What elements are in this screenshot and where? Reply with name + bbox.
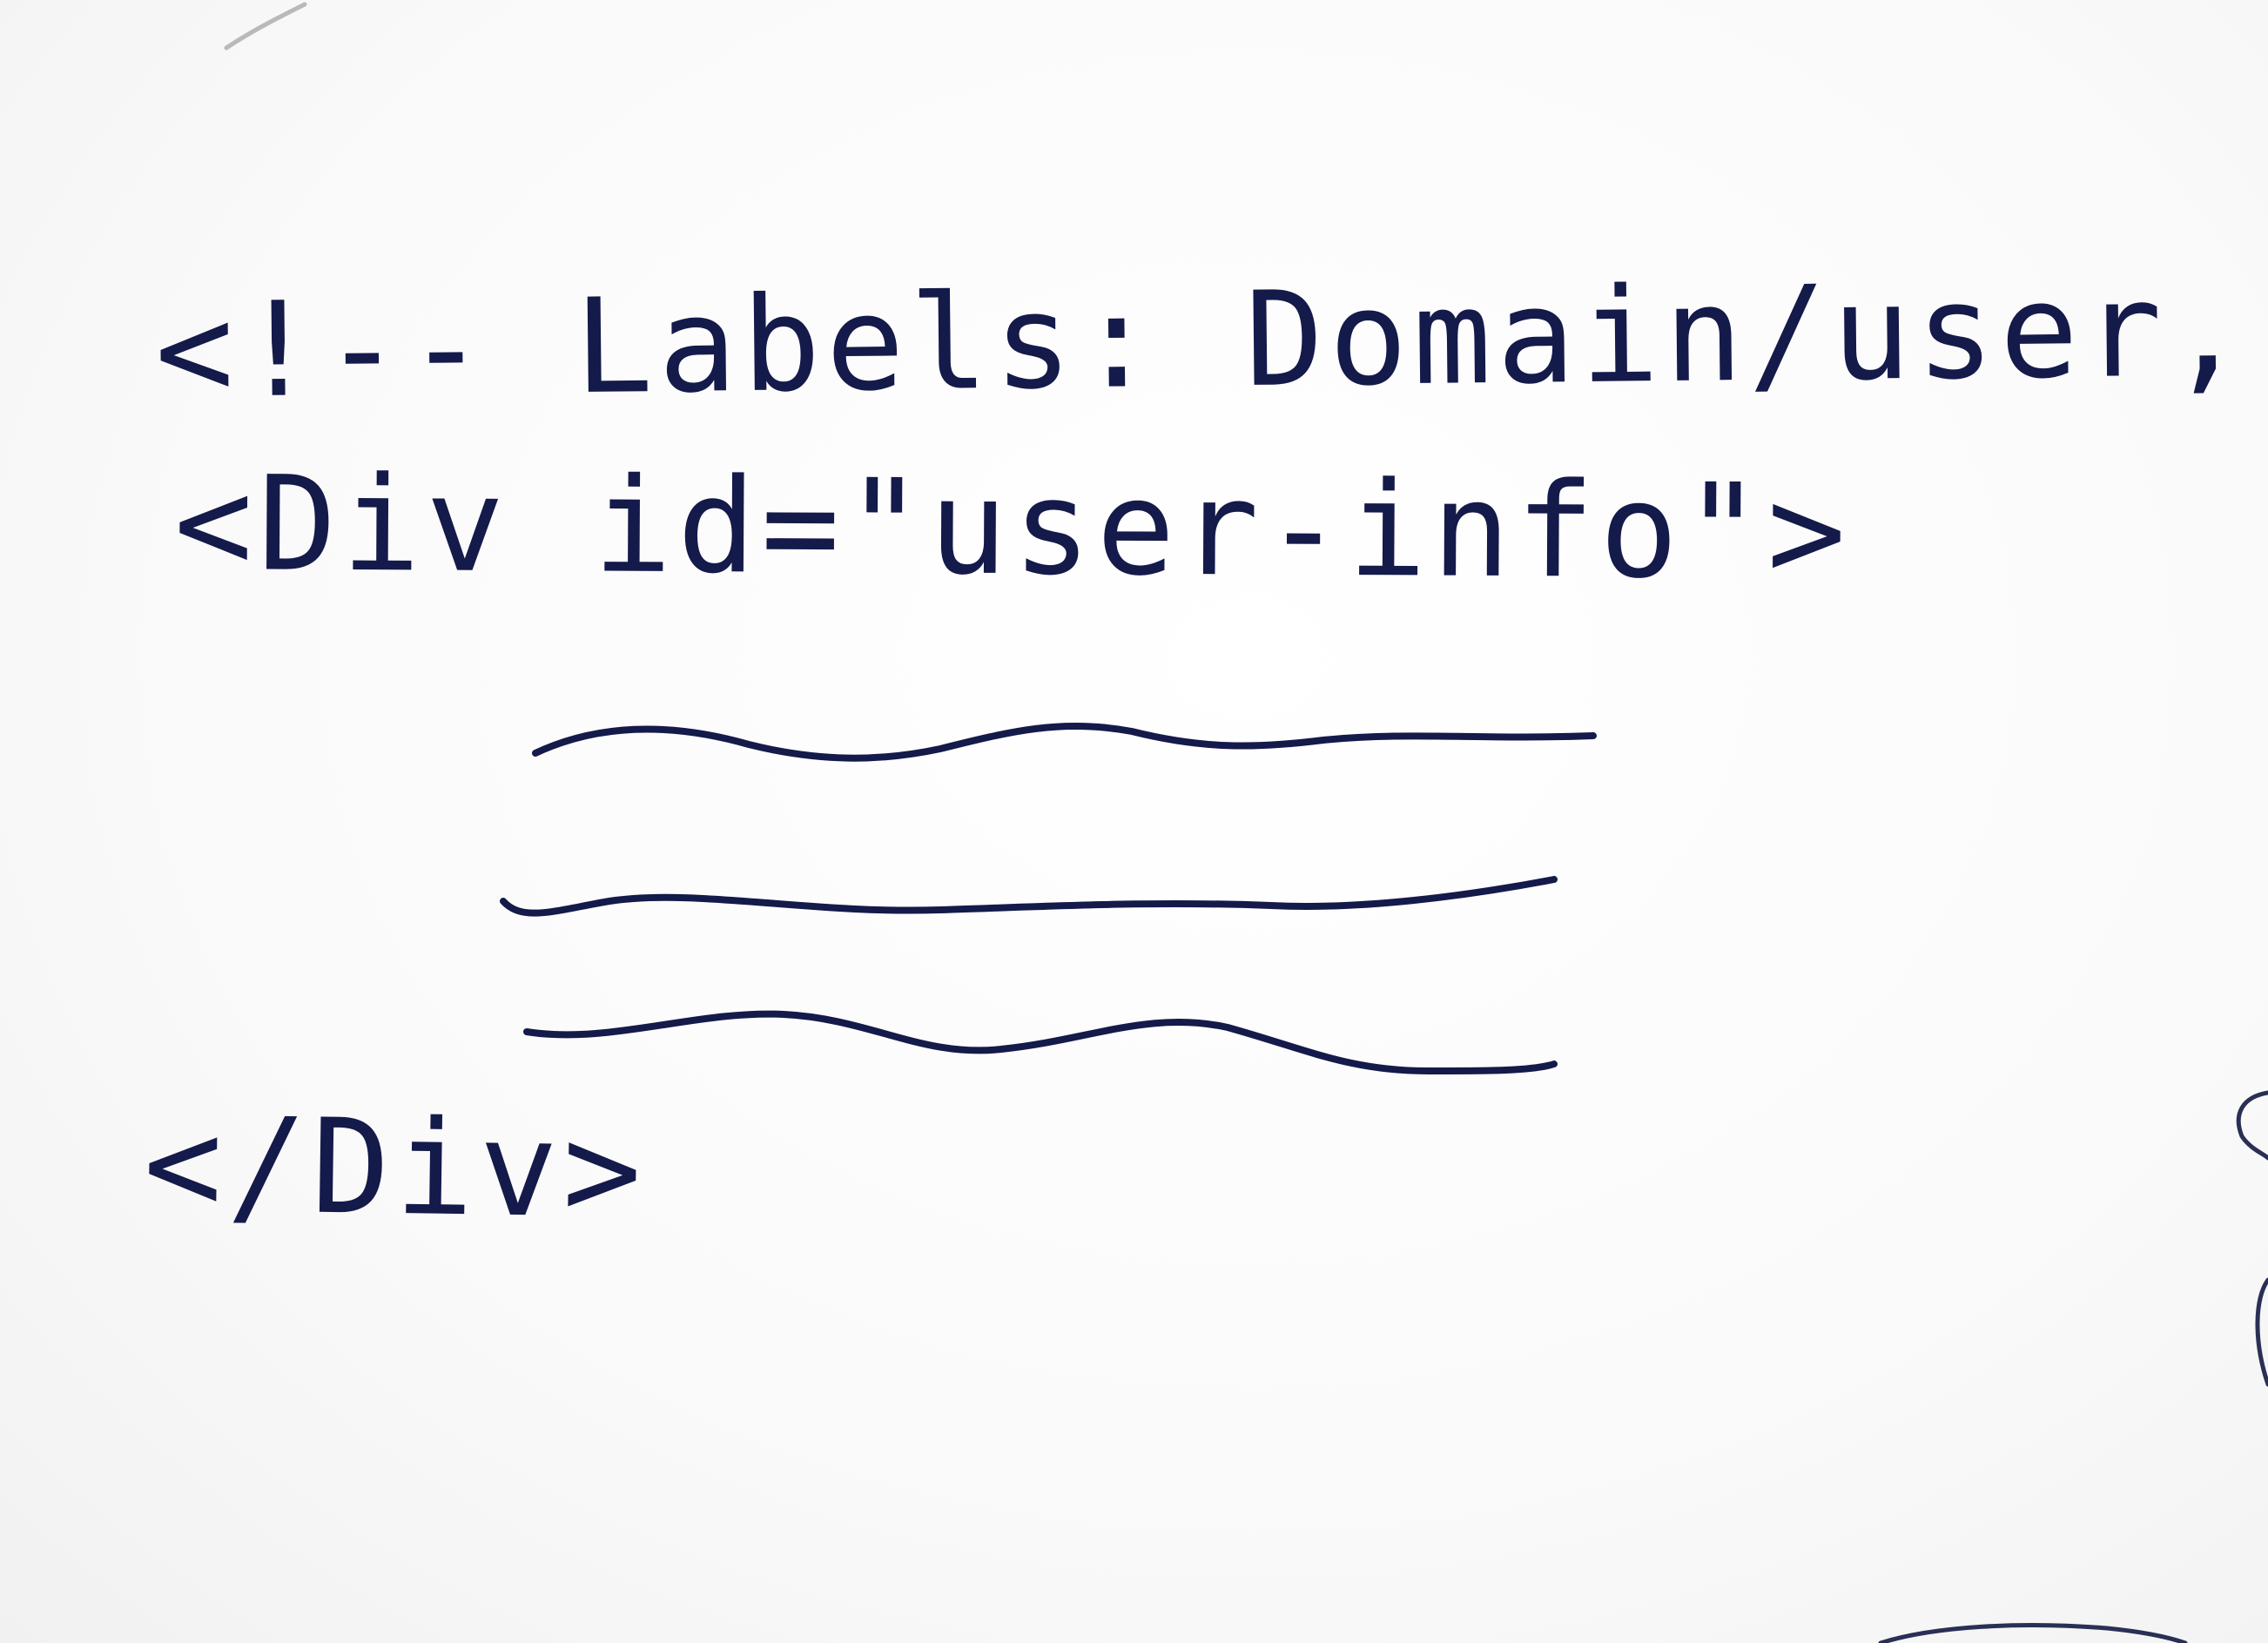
edge-mark-right-2 (2255, 1277, 2268, 1387)
placeholder-line-2 (500, 876, 1558, 917)
comment-line: <!-- Labels: Domain/user, HTML --> (154, 246, 2268, 428)
edge-mark-bottom (1878, 1623, 2188, 1643)
div-close-tag-line: </Div> (142, 1088, 649, 1249)
placeholder-line-3 (523, 1010, 1558, 1075)
edge-mark-right-1 (2236, 1090, 2268, 1161)
div-open-tag-line: <Div id="user-info"> (173, 448, 1852, 609)
placeholder-line-1 (532, 722, 1597, 762)
pencil-mark-top (224, 2, 307, 51)
